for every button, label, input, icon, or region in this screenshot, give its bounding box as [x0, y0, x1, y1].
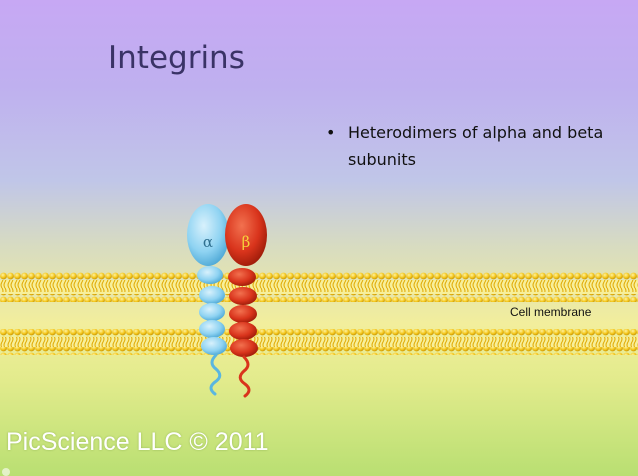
- beta-label: β: [242, 233, 251, 251]
- alpha-subunit: [187, 204, 229, 396]
- alpha-label: α: [203, 233, 213, 251]
- beta-subunit: [225, 204, 267, 398]
- bullet-item: Heterodimers of alpha and beta subunits: [348, 123, 604, 169]
- membrane-label: Cell membrane: [510, 305, 592, 319]
- upper-lipid-bilayer: [0, 272, 638, 302]
- corner-mark: [2, 468, 10, 476]
- bullet-marker: •: [326, 123, 336, 142]
- beta-tail: [238, 355, 251, 398]
- lower-lipid-bilayer: [0, 329, 638, 355]
- copyright-footer: PicScience LLC © 2011: [6, 428, 269, 456]
- slide-title: Integrins: [108, 40, 245, 76]
- alpha-tail: [209, 353, 222, 396]
